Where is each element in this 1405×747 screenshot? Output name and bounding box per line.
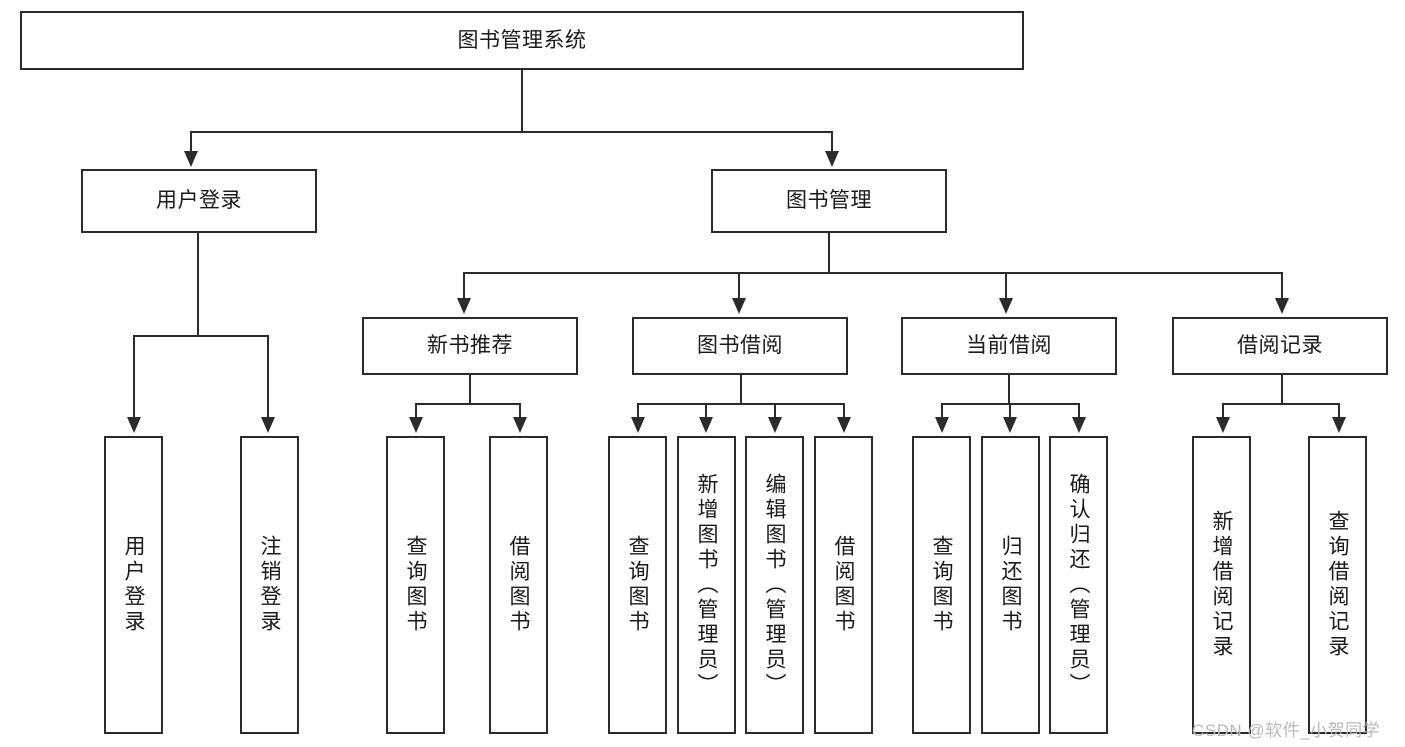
connector-book-borrow-to-leaf-4 — [843, 403, 845, 419]
connector-new-book-stem — [469, 375, 471, 403]
connector-book-borrow-bus — [637, 403, 844, 405]
connector-book-manage-to-borrow-record — [1281, 272, 1283, 300]
arrow-borrow-record-to-leaf-2 — [1332, 417, 1346, 433]
node-leaf-query-book-2[interactable]: 查询图书 — [608, 436, 667, 734]
arrow-user-login-to-leaf-2 — [261, 417, 275, 433]
arrow-book-borrow-to-leaf-1 — [631, 417, 645, 433]
arrow-current-borrow-to-leaf-2 — [1003, 417, 1017, 433]
node-label: 注销登录 — [258, 535, 282, 635]
arrow-book-manage-to-new-book — [457, 298, 471, 314]
node-leaf-add-book[interactable]: 新增图书（管理员） — [677, 436, 736, 734]
node-label: 图书借阅 — [697, 334, 783, 358]
node-current-borrow[interactable]: 当前借阅 — [901, 317, 1117, 375]
arrow-borrow-record-to-leaf-1 — [1216, 417, 1230, 433]
connector-borrow-record-stem — [1281, 375, 1283, 403]
node-label: 查询图书 — [626, 535, 650, 635]
connector-current-borrow-to-leaf-2 — [1009, 403, 1011, 419]
connector-root-to-book-manage — [831, 131, 833, 153]
node-user-login[interactable]: 用户登录 — [81, 169, 317, 233]
node-leaf-confirm-return[interactable]: 确认归还（管理员） — [1049, 436, 1108, 734]
connector-root-to-user-login — [190, 131, 192, 153]
connector-current-borrow-stem — [1008, 375, 1010, 403]
node-leaf-user-login[interactable]: 用户登录 — [104, 436, 163, 734]
connector-new-book-bus — [415, 403, 519, 405]
connector-book-manage-to-new-book — [463, 272, 465, 300]
node-label: 编辑图书（管理员） — [763, 472, 787, 698]
arrow-user-login-to-leaf-1 — [127, 417, 141, 433]
connector-root-stem — [521, 69, 523, 131]
connector-user-login-stem — [197, 232, 199, 335]
node-label: 查询借阅记录 — [1326, 510, 1350, 660]
connector-current-borrow-to-leaf-3 — [1078, 403, 1080, 419]
node-label: 借阅记录 — [1237, 334, 1323, 358]
arrow-book-borrow-to-leaf-4 — [837, 417, 851, 433]
node-label: 查询图书 — [404, 535, 428, 635]
node-label: 查询图书 — [930, 535, 954, 635]
connector-borrow-record-to-leaf-2 — [1338, 403, 1340, 419]
arrow-current-borrow-to-leaf-3 — [1072, 417, 1086, 433]
node-label: 当前借阅 — [966, 334, 1052, 358]
arrow-root-to-user-login — [184, 151, 198, 167]
connector-borrow-record-to-leaf-1 — [1222, 403, 1224, 419]
watermark-text: CSDN @软件_小贺同学 — [1192, 721, 1381, 740]
connector-borrow-record-bus — [1222, 403, 1340, 405]
arrow-current-borrow-to-leaf-1 — [935, 417, 949, 433]
connector-new-book-to-leaf-2 — [519, 403, 521, 419]
connector-book-manage-to-current-borrow — [1005, 272, 1007, 300]
node-label: 借阅图书 — [832, 535, 856, 635]
arrow-book-manage-to-borrow-record — [1275, 298, 1289, 314]
node-leaf-query-book-3[interactable]: 查询图书 — [912, 436, 971, 734]
node-label: 新增图书（管理员） — [695, 472, 719, 698]
connector-book-manage-bus — [463, 272, 1283, 274]
connector-book-borrow-to-leaf-1 — [637, 403, 639, 419]
node-new-book-recommend[interactable]: 新书推荐 — [362, 317, 578, 375]
node-root-book-management-system[interactable]: 图书管理系统 — [20, 11, 1024, 70]
node-label: 图书管理系统 — [457, 28, 587, 52]
connector-user-login-bus — [133, 335, 269, 337]
arrow-new-book-to-leaf-1 — [409, 417, 423, 433]
arrow-root-to-book-manage — [825, 151, 839, 167]
connector-user-login-to-leaf-1 — [133, 335, 135, 419]
arrow-book-borrow-to-leaf-3 — [768, 417, 782, 433]
connector-book-borrow-to-leaf-2 — [705, 403, 707, 419]
node-label: 归还图书 — [999, 535, 1023, 635]
node-book-manage[interactable]: 图书管理 — [711, 169, 947, 233]
node-label: 借阅图书 — [507, 535, 531, 635]
node-label: 确认归还（管理员） — [1067, 472, 1091, 698]
node-leaf-edit-book[interactable]: 编辑图书（管理员） — [745, 436, 804, 734]
node-label: 用户登录 — [122, 535, 146, 635]
connector-book-borrow-stem — [740, 375, 742, 403]
node-label: 用户登录 — [156, 189, 242, 213]
connector-book-manage-stem — [828, 232, 830, 272]
connector-book-manage-to-book-borrow — [738, 272, 740, 300]
node-leaf-borrow-book-2[interactable]: 借阅图书 — [814, 436, 873, 734]
node-leaf-return-book[interactable]: 归还图书 — [981, 436, 1040, 734]
node-leaf-query-book-1[interactable]: 查询图书 — [386, 436, 445, 734]
connector-root-bus — [190, 131, 833, 133]
node-leaf-borrow-book-1[interactable]: 借阅图书 — [489, 436, 548, 734]
node-label: 新增借阅记录 — [1210, 510, 1234, 660]
connector-book-borrow-to-leaf-3 — [774, 403, 776, 419]
arrow-book-borrow-to-leaf-2 — [699, 417, 713, 433]
connector-user-login-to-leaf-2 — [267, 335, 269, 419]
arrow-book-manage-to-book-borrow — [732, 298, 746, 314]
arrow-new-book-to-leaf-2 — [513, 417, 527, 433]
connector-current-borrow-to-leaf-1 — [941, 403, 943, 419]
node-borrow-record[interactable]: 借阅记录 — [1172, 317, 1388, 375]
node-leaf-logout-login[interactable]: 注销登录 — [240, 436, 299, 734]
node-leaf-query-record[interactable]: 查询借阅记录 — [1308, 436, 1367, 734]
node-leaf-add-record[interactable]: 新增借阅记录 — [1192, 436, 1251, 734]
arrow-book-manage-to-current-borrow — [999, 298, 1013, 314]
connector-new-book-to-leaf-1 — [415, 403, 417, 419]
node-label: 新书推荐 — [427, 334, 513, 358]
node-book-borrow[interactable]: 图书借阅 — [632, 317, 848, 375]
node-label: 图书管理 — [786, 189, 872, 213]
